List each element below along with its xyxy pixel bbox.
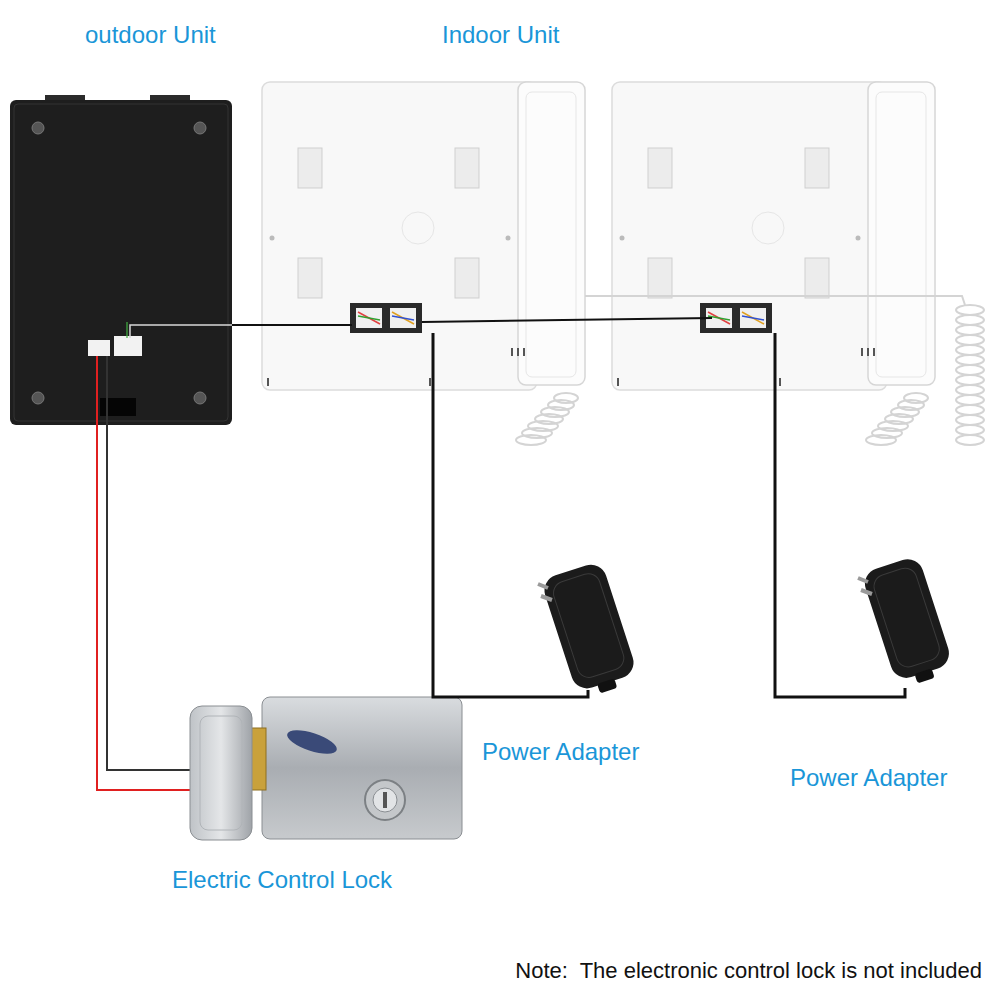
wire-connector — [232, 325, 262, 326]
coiled-cord — [516, 296, 984, 445]
wire-connector — [433, 392, 480, 697]
unit-label: Power Adapter — [790, 764, 947, 792]
outdoor-unit-drawing — [10, 95, 232, 425]
wire-line — [97, 425, 170, 790]
unit-label: Power Adapter — [482, 738, 639, 766]
power-adapter-drawing — [538, 561, 640, 701]
outdoor-unit: outdoor Unit — [10, 100, 232, 425]
note-text: Note: The electronic control lock is not… — [515, 958, 982, 984]
indoor-unit-drawing — [262, 82, 585, 390]
unit-label: Indoor Unit — [442, 21, 559, 49]
unit-label: Electric Control Lock — [172, 866, 392, 894]
power-adapter: Power Adapter — [480, 555, 655, 770]
electric-lock: Electric Control Lock — [170, 695, 465, 895]
power-adapter: Power Adapter — [788, 555, 968, 795]
power-adapter-drawing — [858, 555, 956, 690]
wire-line — [433, 392, 480, 697]
wire-line — [232, 324, 262, 326]
unit-label: outdoor Unit — [85, 21, 216, 49]
wire-connector — [97, 425, 170, 790]
indoor-unit: Indoor Unit — [262, 80, 585, 392]
electric-lock-drawing — [190, 697, 462, 840]
